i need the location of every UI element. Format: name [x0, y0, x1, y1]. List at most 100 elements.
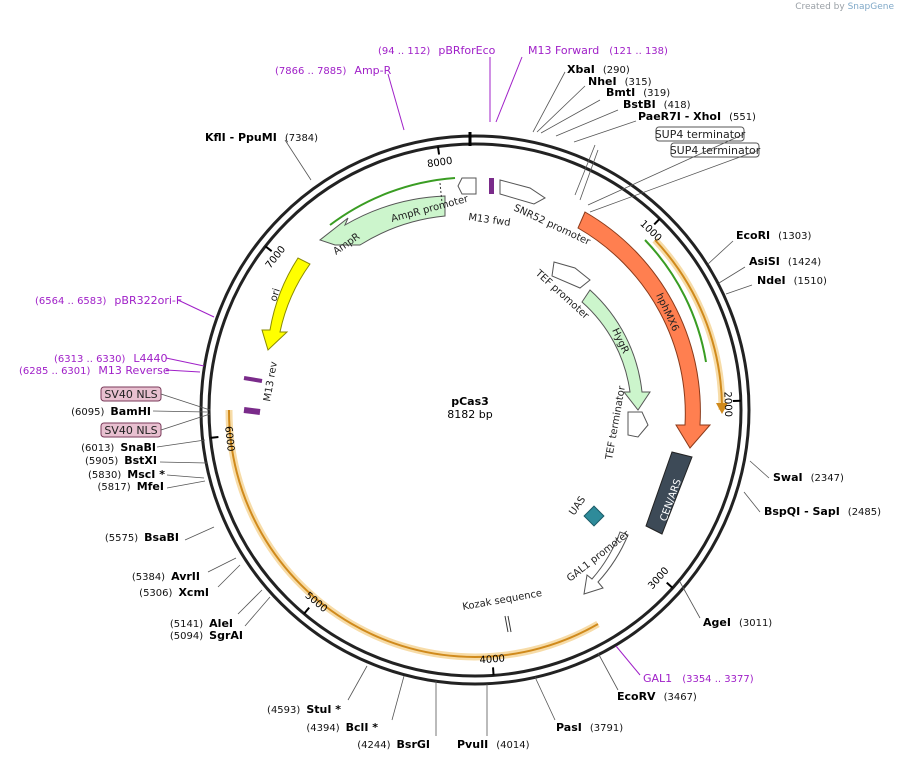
- tick-mark: [436, 146, 441, 155]
- enzyme-label[interactable]: PvuII(4014): [457, 738, 530, 751]
- orf-arc-large-bg: [225, 409, 600, 661]
- plasmid-length: 8182 bp: [447, 408, 492, 421]
- backbone-outer: [199, 134, 751, 686]
- enzyme-label[interactable]: PasI(3791): [556, 721, 623, 734]
- enzyme-label[interactable]: (5094)SgrAI: [170, 629, 243, 642]
- tick-mark: [666, 581, 674, 589]
- boxed-feature[interactable]: SUP4 terminator: [670, 142, 761, 158]
- ampr-promoter-arrow: [457, 177, 477, 195]
- enzyme-label[interactable]: (5817)MfeI: [97, 480, 164, 493]
- enzyme-label[interactable]: (4394)BclI *: [306, 721, 378, 734]
- enzyme-label[interactable]: BstBI(418): [623, 98, 691, 111]
- tick-label: 2000: [721, 391, 733, 417]
- ori-feature[interactable]: [261, 257, 311, 351]
- enzyme-label[interactable]: (5905)BstXI: [85, 454, 157, 467]
- tick-label: 8000: [426, 156, 453, 170]
- boxed-feature-leader: [160, 393, 211, 411]
- enzyme-label[interactable]: BmtI(319): [606, 86, 670, 99]
- tick-mark: [653, 217, 661, 226]
- orf-arc-right-head: [716, 403, 728, 414]
- enzyme-label[interactable]: (5141)AleI: [170, 617, 233, 630]
- tick-mark: [492, 667, 495, 676]
- m13-fwd-label: M13 fwd: [468, 212, 512, 229]
- snr52-promoter-feature[interactable]: [499, 179, 546, 205]
- enzyme-label[interactable]: AsiSI(1424): [749, 255, 821, 268]
- ori-label: ori: [268, 287, 282, 303]
- orf-green-left: [329, 177, 456, 226]
- kozak-label: Kozak sequence: [462, 588, 543, 613]
- orf-arc-large: [227, 409, 599, 658]
- kozak-mark: [504, 615, 509, 633]
- kozak-mark-2: [507, 615, 512, 633]
- enzyme-label[interactable]: (6013)SnaBI: [81, 441, 156, 454]
- enzyme-label[interactable]: (5384)AvrII: [132, 570, 200, 583]
- boxed-feature-text: SV40 NLS: [104, 388, 157, 401]
- enzyme-labels: XbaI(290)NheI(315)BmtI(319)BstBI(418)Pae…: [71, 63, 881, 751]
- enzyme-label[interactable]: EcoRV(3467): [617, 690, 697, 703]
- tick-label: 6000: [222, 426, 236, 452]
- nls-bar-1: [243, 407, 261, 415]
- ampr-feature[interactable]: [318, 195, 446, 246]
- boxed-feature[interactable]: SV40 NLS: [100, 422, 162, 438]
- boxed-feature-text: SUP4 terminator: [670, 144, 761, 157]
- m13-rev-label: M13 rev: [262, 361, 280, 403]
- enzyme-label[interactable]: XbaI(290): [567, 63, 630, 76]
- uas-label: UAS: [567, 495, 588, 518]
- credit-brand: SnapGene: [847, 2, 894, 12]
- primer-label[interactable]: (6313 .. 6330)L4440: [54, 352, 168, 365]
- enzyme-label[interactable]: SwaI(2347): [773, 471, 844, 484]
- enzyme-label[interactable]: (4593)StuI *: [267, 703, 341, 716]
- enzyme-label[interactable]: PaeR7I - XhoI(551): [638, 110, 756, 123]
- primer-label[interactable]: (6564 .. 6583)pBR322ori-F: [35, 294, 182, 307]
- credit-prefix: Created by: [795, 2, 845, 12]
- enzyme-label[interactable]: EcoRI(1303): [736, 229, 812, 242]
- boxed-feature-leader: [587, 133, 745, 206]
- snapgene-credit: Created by SnapGene: [795, 2, 894, 12]
- tick-label: 4000: [479, 654, 505, 667]
- primer-leaders: [165, 56, 641, 676]
- enzyme-label[interactable]: NheI(315): [588, 75, 652, 88]
- primer-labels: (94 .. 112)pBRforEco M13 Forward(121 .. 1…: [19, 44, 754, 685]
- tef-terminator-label: TEF terminator: [604, 384, 628, 461]
- tef-terminator-feature[interactable]: [627, 411, 649, 438]
- enzyme-label[interactable]: AgeI(3011): [703, 616, 772, 629]
- hphmx6-feature[interactable]: [577, 211, 712, 449]
- enzyme-label[interactable]: (5575)BsaBI: [105, 531, 179, 544]
- boxed-feature-text: SUP4 terminator: [655, 128, 746, 141]
- boxed-feature-leader: [589, 149, 760, 213]
- tick-mark: [303, 607, 310, 615]
- enzyme-label[interactable]: NdeI(1510): [757, 274, 827, 287]
- enzyme-label[interactable]: (4244)BsrGI: [357, 738, 430, 751]
- boxed-feature-text: SV40 NLS: [104, 424, 157, 437]
- boxed-feature-leader: [160, 413, 211, 431]
- boxed-feature[interactable]: SV40 NLS: [100, 386, 162, 402]
- tef-promoter-feature[interactable]: [551, 261, 591, 289]
- orf-arc-right: [654, 239, 723, 406]
- primer-label[interactable]: M13 Forward(121 .. 138): [528, 44, 668, 57]
- tick-label: 3000: [646, 565, 671, 591]
- enzyme-label[interactable]: BspQI - SapI(2485): [764, 505, 881, 518]
- tick-mark: [264, 245, 273, 252]
- enzyme-label[interactable]: (5306)XcmI: [139, 586, 209, 599]
- uas-feature[interactable]: [583, 505, 605, 527]
- primer-label[interactable]: (6285 .. 6301)M13 Reverse: [19, 364, 170, 377]
- primer-label[interactable]: (94 .. 112)pBRforEco: [378, 44, 496, 57]
- boxed-feature[interactable]: SUP4 terminator: [655, 126, 746, 142]
- enzyme-label[interactable]: KflI - PpuMI(7384): [205, 131, 318, 144]
- primer-label[interactable]: (7866 .. 7885)Amp-R: [275, 64, 392, 77]
- gal1-promoter-feature[interactable]: [583, 531, 629, 595]
- tick-mark: [210, 436, 219, 439]
- enzyme-label[interactable]: (6095)BamHI: [71, 405, 151, 418]
- cen-ars-feature[interactable]: [645, 451, 693, 535]
- enzyme-leaders: [152, 71, 770, 736]
- ampr-divider: [439, 182, 443, 204]
- orf-green-right: [644, 239, 707, 363]
- hygr-feature[interactable]: [581, 289, 651, 411]
- enzyme-label[interactable]: (5830)MscI *: [88, 468, 165, 481]
- primer-label[interactable]: GAL1(3354 .. 3377): [643, 672, 754, 685]
- m13-fwd-feature[interactable]: [489, 178, 494, 194]
- m13-rev-feature[interactable]: [243, 376, 263, 383]
- plasmid-name: pCas3: [451, 395, 489, 408]
